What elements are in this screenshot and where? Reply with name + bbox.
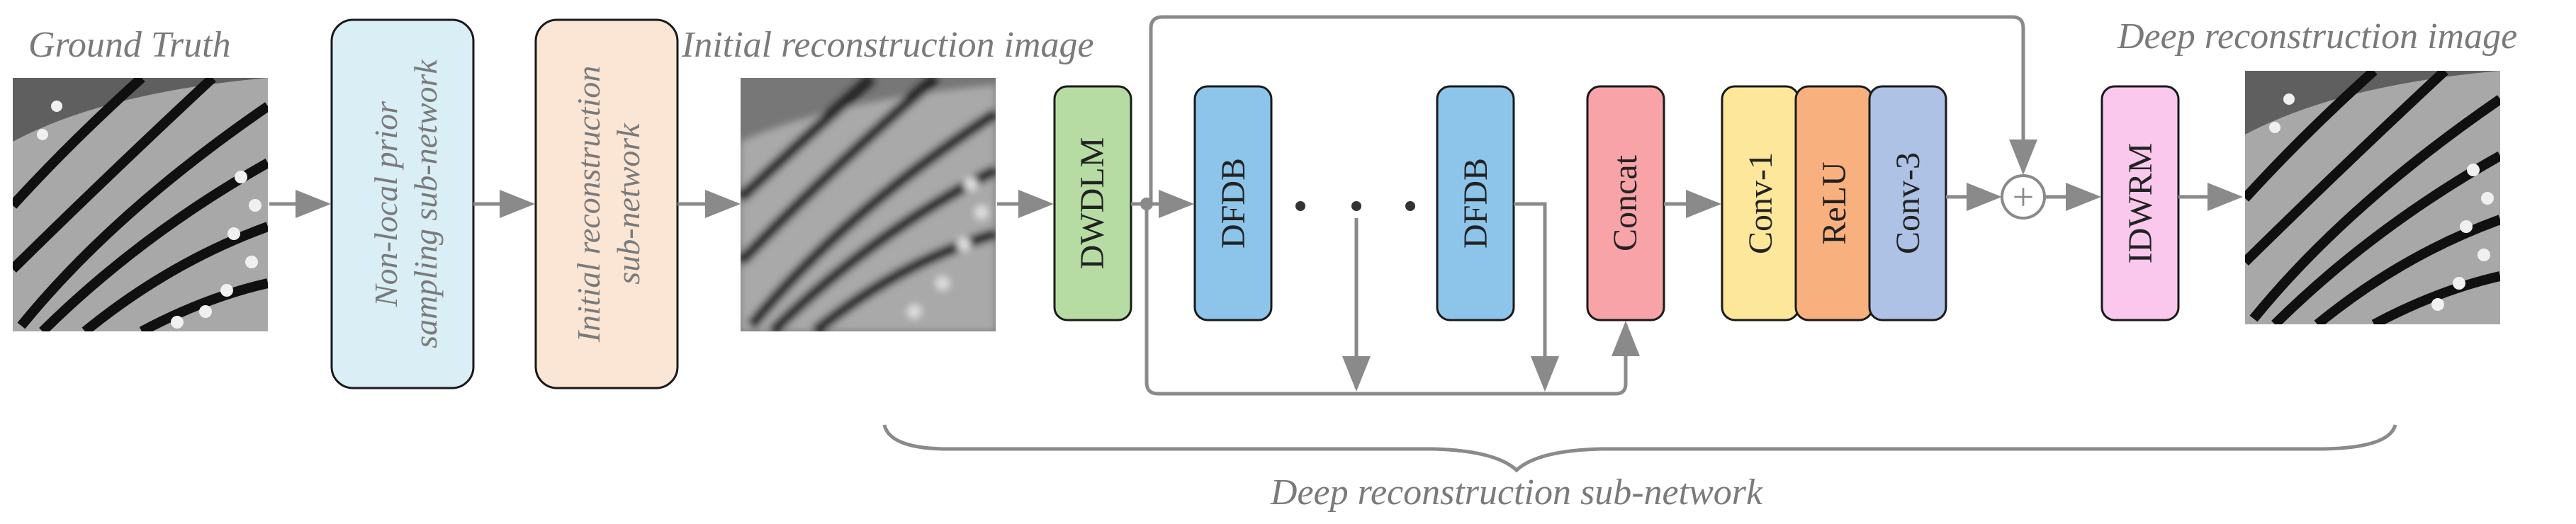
initial-line1: Initial reconstruction xyxy=(570,66,607,343)
ground-truth-image xyxy=(13,78,268,331)
connectors xyxy=(269,15,2243,396)
idwrm-block: IDWRM xyxy=(2100,85,2180,321)
sampling-subnetwork-block: Non-local prior sampling sub-network xyxy=(330,18,475,389)
dfdb-first-block: DFDB xyxy=(1193,85,1273,321)
relu-block: ReLU xyxy=(1794,85,1874,321)
idwrm-label: IDWRM xyxy=(2122,143,2159,264)
initial-subnetwork-block: Initial reconstruction sub-network xyxy=(534,18,679,389)
add-node: + xyxy=(2001,174,2046,220)
conv3-block: Conv-3 xyxy=(1868,85,1947,321)
deep-image-label: Deep reconstruction image xyxy=(2117,16,2517,57)
conv3-label: Conv-3 xyxy=(1889,152,1927,254)
dwdlm-label: DWDLM xyxy=(1074,137,1111,270)
dfdb-first-box xyxy=(1193,85,1273,321)
dwdlm-block: DWDLM xyxy=(1053,85,1132,321)
add-circle xyxy=(2001,174,2046,220)
dfdb-last-label: DFDB xyxy=(1457,158,1495,249)
concat-label: Concat xyxy=(1607,154,1644,251)
bottom-collector xyxy=(1144,204,1640,396)
top-skip-loop xyxy=(1149,15,2037,204)
dfdb-last-block: DFDB xyxy=(1436,85,1515,321)
conv1-label: Conv-1 xyxy=(1742,152,1779,254)
ground-truth-label: Ground Truth xyxy=(28,25,231,65)
sampling-line2: sampling sub-network xyxy=(407,59,444,348)
initial-reconstruction-image xyxy=(741,78,996,331)
initial-subnetwork-box xyxy=(534,18,679,389)
dfdb-first-label: DFDB xyxy=(1215,158,1252,249)
concat-block: Concat xyxy=(1586,85,1665,321)
relu-label: ReLU xyxy=(1816,161,1853,244)
add-symbol: + xyxy=(2013,176,2034,218)
conv3-box xyxy=(1868,85,1947,321)
arrow-dfdb-last-down xyxy=(1514,202,1559,392)
conv1-block: Conv-1 xyxy=(1721,85,1800,321)
split-dot xyxy=(1140,198,1153,210)
subnetwork-brace xyxy=(882,424,2397,473)
ellipsis xyxy=(1295,201,1415,211)
initial-line2: sub-network xyxy=(610,123,646,285)
deep-reconstruction-image xyxy=(2245,71,2500,324)
initial-image-label: Initial reconstruction image xyxy=(681,25,1094,65)
sampling-line1: Non-local prior xyxy=(368,101,404,307)
deep-subnetwork-label: Deep reconstruction sub-network xyxy=(1270,472,1763,513)
idwrm-box xyxy=(2100,85,2180,321)
